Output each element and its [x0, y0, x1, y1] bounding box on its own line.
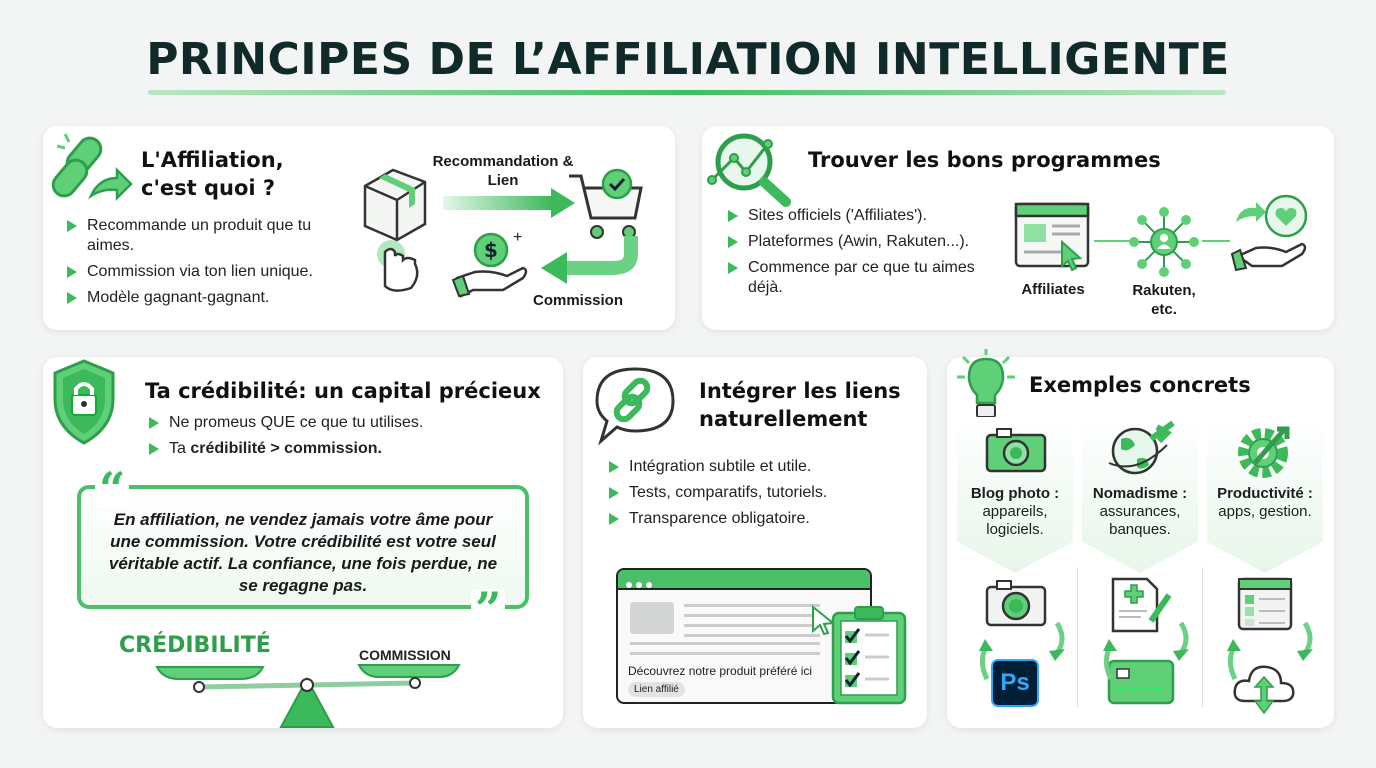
arrow-right-head [551, 188, 575, 218]
bullet: Intégration subtile et utile. [607, 457, 907, 477]
label-affiliates: Affiliates [1021, 281, 1085, 298]
card4-title-line2: naturellement [699, 407, 868, 431]
page-title: PRINCIPES DE L’AFFILIATION INTELLIGENTE [146, 34, 1230, 85]
card-what-is-affiliation: L'Affiliation, c'est quoi ? Recommande un… [43, 126, 675, 330]
flow-label-recommendation: Recommandation & Lien [432, 153, 574, 189]
bullet: Recommande un produit que tu aimes. [65, 216, 335, 256]
example-text-nomad: Nomadisme :assurances, banques. [1082, 485, 1198, 539]
link-icon [51, 133, 133, 202]
quote-box: En affiliation, ne vendez jamais votre â… [77, 485, 529, 609]
card2-title: Trouver les bons programmes [808, 148, 1161, 172]
bullet: Sites officiels ('Affiliates'). [726, 206, 996, 226]
camera-icon [985, 580, 1047, 627]
clipboard-check-icon [831, 606, 907, 705]
card1-title-line1: L'Affiliation, [141, 148, 284, 172]
bullet: Commission via ton lien unique. [65, 262, 335, 282]
card-credibility: Ta crédibilité: un capital précieux Ne p… [43, 357, 563, 728]
document-icon [1111, 577, 1172, 633]
card-integrate-links: Intégrer les liens naturellement Intégrat… [583, 357, 927, 728]
svg-text:$: $ [484, 238, 498, 262]
flow-label-commission: Commission [532, 292, 623, 309]
example-text-productivity: Productivité :apps, gestion. [1207, 485, 1323, 521]
text-lines [630, 642, 820, 656]
card4-title-line1: Intégrer les liens [699, 379, 901, 403]
cloud-icon [1233, 665, 1295, 715]
heart-hand-icon [1230, 194, 1308, 272]
gear-arrow-icon [1238, 426, 1290, 478]
bullet: Commence par ce que tu aimes déjà. [726, 258, 996, 298]
scale-icon [155, 664, 461, 728]
globe-plane-icon [1108, 420, 1175, 475]
bullet: Transparence obligatoire. [607, 509, 907, 529]
card-icon [1107, 659, 1175, 705]
bullet: Ne promeus QUE ce que tu utilises. [147, 413, 547, 433]
magnifier-chart-icon [707, 133, 791, 207]
bullet: Tests, comparatifs, tutoriels. [607, 483, 907, 503]
cart-check-icon [569, 168, 643, 239]
connector [1094, 240, 1130, 242]
card-find-programs: Trouver les bons programmes Sites offici… [702, 126, 1334, 330]
money-hand-icon: $ + [451, 229, 528, 298]
example-desc: assurances, banques. [1099, 503, 1181, 538]
bullet-bold: crédibilité > commission. [190, 440, 382, 457]
browser-titlebar [618, 570, 870, 590]
shield-lock-icon [53, 359, 115, 445]
cycle-arrows [979, 621, 1313, 681]
example-text-photo: Blog photo :appareils, logiciels. [957, 485, 1073, 539]
label-rakuten: Rakuten, etc. [1132, 282, 1196, 318]
affiliate-badge: Lien affilié [628, 682, 685, 697]
card-examples: Exemples concrets Blog photo :appareils,… [947, 349, 1334, 728]
scale-label-commission: COMMISSION [359, 647, 451, 663]
example-head: Nomadisme : [1092, 485, 1188, 502]
chat-link-icon [595, 367, 675, 445]
bullet: Modèle gagnant-gagnant. [65, 288, 335, 308]
example-head: Blog photo : [970, 485, 1060, 502]
open-quote-icon: “ [95, 466, 130, 512]
divider [1202, 567, 1203, 707]
photoshop-icon: Ps [991, 659, 1039, 707]
text-lines [684, 604, 820, 638]
bullet-prefix: Ta [169, 440, 191, 457]
divider [1077, 567, 1078, 707]
affiliate-sentence[interactable]: Découvrez notre produit préféré ici [628, 664, 813, 678]
card3-title: Ta crédibilité: un capital précieux [145, 379, 541, 403]
box-hand-icon [363, 168, 427, 292]
app-window-icon [1237, 577, 1293, 631]
browser-icon [1014, 202, 1090, 272]
camera-icon [985, 428, 1047, 473]
card5-title: Exemples concrets [1029, 373, 1251, 397]
connector [1202, 240, 1230, 242]
arrow-right-shaft [443, 196, 553, 210]
svg-text:+: + [513, 229, 522, 246]
close-quote-icon: ” [471, 586, 506, 632]
scale-label-credibility: CRÉDIBILITÉ [119, 633, 271, 658]
network-icon [1129, 207, 1199, 277]
title-underline [148, 90, 1226, 95]
arrow-return-icon [541, 236, 638, 284]
example-desc: appareils, logiciels. [982, 503, 1048, 538]
example-head: Productivité : [1217, 485, 1313, 502]
image-placeholder [630, 602, 674, 634]
browser-mock: Découvrez notre produit préféré ici Lien… [616, 568, 872, 704]
bullet: Ta crédibilité > commission. [147, 439, 547, 459]
cursor-icon [812, 605, 836, 635]
card1-title-line2: c'est quoi ? [141, 176, 276, 200]
example-desc: apps, gestion. [1218, 503, 1312, 520]
bullet: Plateformes (Awin, Rakuten...). [726, 232, 996, 252]
lightbulb-icon [957, 349, 1015, 418]
